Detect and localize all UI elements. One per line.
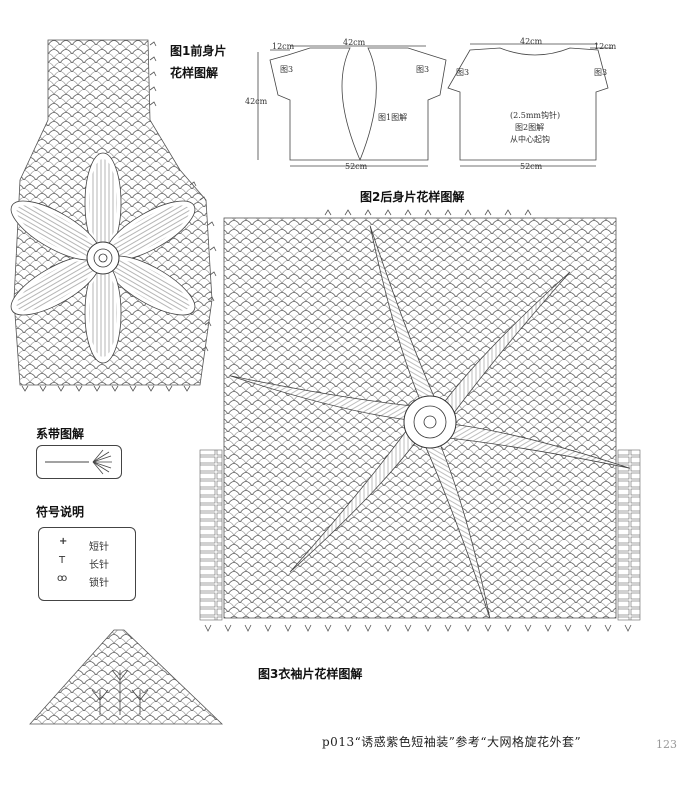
fig3-title: 图3衣袖片花样图解 [258,667,363,681]
back-width-top: 42cm [520,37,543,46]
legend-label-sc: 短针 [89,542,109,553]
back-hook-label: (2.5mm钩针) [510,111,561,120]
fig2-title: 图2后身片花样图解 [360,190,465,204]
back-sleeve-right: 图3 [594,68,608,77]
tie-box [36,445,122,479]
back-shoulder: 12cm [594,42,617,51]
back-body-label: 图2图解 [515,123,545,132]
back-start-label: 从中心起钩 [510,135,550,144]
back-width-bottom: 52cm [520,162,543,171]
back-sleeve-left: 图3 [456,68,470,77]
fig1-title: 图1前身片 [170,44,227,58]
front-shoulder: 12cm [272,42,295,51]
tie-drawing [45,449,112,475]
front-height: 42cm [245,97,268,106]
legend-symbol-dc: T [59,555,66,566]
legend-symbol-sc: + [59,536,68,547]
front-sleeve-right: 图3 [416,65,430,74]
legend-label-ch: 锁针 [89,578,109,589]
front-sleeve-left: 图3 [280,65,294,74]
front-width-bottom: 52cm [345,162,368,171]
reference-note: p013“诱惑紫色短袖装”参考“大网格旋花外套” [322,735,582,749]
fig1-subtitle: 花样图解 [170,66,219,80]
tie-title: 系带图解 [36,427,85,441]
legend-symbol-ch: oo [57,573,67,584]
legend-label-dc: 长针 [89,560,109,571]
legend-title: 符号说明 [36,505,85,519]
page-number: 123 [656,738,677,751]
front-width-top: 42cm [343,38,366,47]
legend-box: + 短针 T 长针 oo 锁针 [38,527,136,601]
front-body-label: 图1图解 [378,113,408,122]
